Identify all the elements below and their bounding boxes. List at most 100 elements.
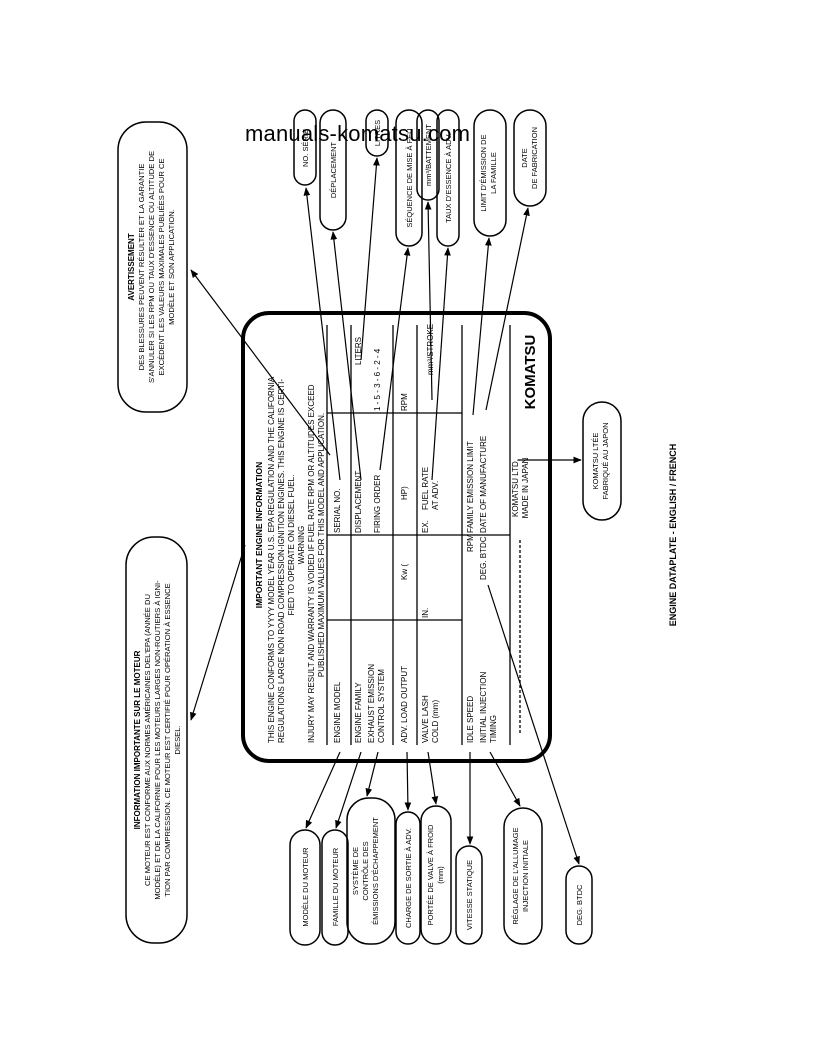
svg-text:CONTROL SYSTEM: CONTROL SYSTEM (377, 669, 386, 743)
svg-text:EXHAUST EMISSION: EXHAUST EMISSION (367, 664, 376, 743)
leader-lines (190, 157, 582, 865)
field-fuel-rate: FUEL RATE AT ADV. (421, 467, 440, 510)
svg-text:RPM: RPM (466, 534, 475, 552)
info-fr-line-3: TION PAR COMPRESSION. CE MOTEUR EST CERT… (163, 583, 172, 896)
svg-text:DISPLACEMENT: DISPLACEMENT (354, 471, 363, 533)
svg-text:FAMILLE DU MOTEUR: FAMILLE DU MOTEUR (331, 847, 340, 926)
field-firing-order: FIRING ORDER (373, 475, 382, 533)
svg-text:DE FABRICATION: DE FABRICATION (530, 127, 539, 189)
svg-text:INITIAL INJECTION: INITIAL INJECTION (479, 672, 488, 743)
svg-text:CHARGE DE SORTIE À ADV.: CHARGE DE SORTIE À ADV. (404, 828, 413, 928)
warning-line-2: PUBLISHED MAXIMUM VALUES FOR THIS MODEL … (317, 413, 326, 677)
field-hp: HP) (400, 486, 409, 500)
svg-text:VITESSE STATIQUE: VITESSE STATIQUE (465, 860, 474, 930)
svg-text:LA FAMILLE: LA FAMILLE (489, 152, 498, 194)
svg-text:SERIAL NO.: SERIAL NO. (333, 488, 342, 533)
svg-text:TIMING: TIMING (489, 715, 498, 743)
callout-info-fr: INFORMATION IMPORTANTE SUR LE MOTEUR CE … (125, 536, 188, 944)
svg-text:EX.: EX. (421, 520, 430, 533)
field-firing-value: 1 - 5 - 3 - 6 - 2 - 4 (373, 348, 382, 411)
svg-text:LIMIT D'ÉMISSION DE: LIMIT D'ÉMISSION DE (479, 134, 488, 211)
svg-text:IDLE SPEED: IDLE SPEED (466, 696, 475, 743)
svg-text:ADV. LOAD OUTPUT: ADV. LOAD OUTPUT (400, 666, 409, 743)
header-title: IMPORTANT ENGINE INFORMATION (254, 462, 264, 609)
pill-date-fabrication: DATE DE FABRICATION (520, 127, 539, 189)
pill-komatsu-ltee: KOMATSU LTÉE FABRIQUÉ AU JAPON (591, 422, 610, 499)
svg-text:LITRES: LITRES (373, 120, 382, 146)
diagram-caption: ENGINE DATAPLATE - ENGLISH / FRENCH (668, 444, 678, 627)
svg-text:INJECTION INITIALE: INJECTION INITIALE (521, 840, 530, 912)
svg-text:RPM: RPM (400, 393, 409, 411)
svg-text:MODÈLE DU MOTEUR: MODÈLE DU MOTEUR (301, 847, 310, 927)
field-komatsu-ltd: KOMATSU LTD. MADE IN JAPAN (511, 457, 530, 518)
pill-vitesse-statique: VITESSE STATIQUE (465, 860, 474, 930)
field-in: IN. (421, 608, 430, 618)
field-deg-btdc: DEG. BTDC (479, 536, 488, 580)
svg-text:HP): HP) (400, 486, 409, 500)
pill-deplacement: DÉPLACEMENT (329, 141, 338, 198)
dataplate-border (241, 311, 552, 763)
svg-text:CONTRÔLE DES: CONTRÔLE DES (361, 841, 370, 900)
svg-text:DATE OF MANUFACTURE: DATE OF MANUFACTURE (479, 436, 488, 533)
svg-text:DEG. BTDC: DEG. BTDC (479, 536, 488, 580)
svg-text:KOMATSU LTD.: KOMATSU LTD. (511, 459, 520, 517)
svg-text:IN.: IN. (421, 608, 430, 618)
svg-text:RÉGLAGE DE L'ALLUMAGE: RÉGLAGE DE L'ALLUMAGE (511, 827, 520, 924)
field-serial-no: SERIAL NO. (333, 488, 342, 533)
warning-title: WARNING (297, 526, 306, 564)
svg-text:TAUX D'ESSENCE À ADV.: TAUX D'ESSENCE À ADV. (444, 133, 453, 223)
field-date-of-manufacture: DATE OF MANUFACTURE (479, 436, 488, 533)
avert-line-3: EXCÈDENT LES VALEURS MAXIMALES PUBLIÉES … (157, 158, 166, 375)
svg-text:Kw (: Kw ( (400, 564, 409, 580)
svg-text:DATE: DATE (520, 148, 529, 167)
svg-text:LITERS: LITERS (354, 337, 363, 365)
field-rpm-2: RPM (466, 534, 475, 552)
info-fr-title: INFORMATION IMPORTANTE SUR LE MOTEUR (133, 650, 142, 829)
pill-systeme-controle: SYSTÈME DE CONTRÔLE DES ÉMISSIONS D'ÉCHA… (351, 817, 380, 925)
pill-deg-btdc: DEG. BTDC (575, 884, 584, 925)
avert-line-1: DES BLESSURES PEUVENT RÉSULTER ET LA GAR… (137, 164, 146, 371)
info-fr-line-4: DIESEL. (173, 725, 182, 754)
svg-text:FABRIQUÉ AU JAPON: FABRIQUÉ AU JAPON (601, 422, 610, 499)
field-engine-model: ENGINE MODEL (333, 681, 342, 743)
svg-text:SYSTÈME DE: SYSTÈME DE (351, 847, 360, 895)
svg-text:DEG. BTDC: DEG. BTDC (575, 884, 584, 925)
pill-reglage-allumage: RÉGLAGE DE L'ALLUMAGE INJECTION INITIALE (511, 827, 530, 924)
svg-text:(mm): (mm) (436, 866, 445, 884)
svg-text:ENGINE MODEL: ENGINE MODEL (333, 681, 342, 743)
header-line-2: REGULATIONS LARGE NON ROAD COMPRESSION-I… (277, 379, 286, 743)
svg-text:ENGINE DATAPLATE - ENGLISH / F: ENGINE DATAPLATE - ENGLISH / FRENCH (668, 444, 678, 627)
field-engine-family: ENGINE FAMILY (354, 682, 363, 743)
svg-text:SÉQUENCE DE MISE À FEU: SÉQUENCE DE MISE À FEU (405, 128, 414, 227)
info-fr-line-2: MODÈLE) ET DE LA CALIFORNIE POUR LES MOT… (153, 580, 162, 900)
dataplate: IMPORTANT ENGINE INFORMATION THIS ENGINE… (241, 311, 552, 763)
pill-famille-moteur: FAMILLE DU MOTEUR (331, 847, 340, 926)
pill-komatsu-ltee-box (582, 401, 622, 521)
watermark-text: manuals-komatsu.com (245, 121, 471, 146)
field-rpm: RPM (400, 393, 409, 411)
pill-limit-emission: LIMIT D'ÉMISSION DE LA FAMILLE (479, 134, 498, 211)
callout-avertissement: AVERTISSEMENT DES BLESSURES PEUVENT RÉSU… (117, 121, 188, 413)
avert-line-4: MODÈLE ET SON APPLICATION. (167, 209, 176, 325)
svg-text:KOMATSU LTÉE: KOMATSU LTÉE (591, 433, 600, 490)
field-exhaust-emission: EXHAUST EMISSION CONTROL SYSTEM (367, 664, 386, 743)
svg-text:NO. SÉRIE: NO. SÉRIE (301, 129, 310, 167)
svg-text:FUEL RATE: FUEL RATE (421, 467, 430, 510)
avert-title: AVERTISSEMENT (127, 233, 136, 301)
svg-text:FIRING ORDER: FIRING ORDER (373, 475, 382, 533)
header-line-3: FIED TO OPERATE ON DIESEL FUEL. (287, 475, 296, 616)
pill-no-serie: NO. SÉRIE (301, 129, 310, 167)
field-adv-load-output: ADV. LOAD OUTPUT (400, 666, 409, 743)
svg-text:COLD (mm): COLD (mm) (431, 700, 440, 743)
dataplate-header: IMPORTANT ENGINE INFORMATION THIS ENGINE… (254, 376, 326, 743)
pill-modele-moteur: MODÈLE DU MOTEUR (301, 847, 310, 927)
svg-text:MADE IN JAPAN: MADE IN JAPAN (521, 457, 530, 518)
svg-text:mm³/BATTEMENT: mm³/BATTEMENT (424, 124, 433, 186)
pill-charge-sortie: CHARGE DE SORTIE À ADV. (404, 828, 413, 928)
svg-text:VALVE LASH: VALVE LASH (421, 695, 430, 743)
svg-text:DÉPLACEMENT: DÉPLACEMENT (329, 141, 338, 198)
field-initial-injection: INITIAL INJECTION TIMING (479, 672, 498, 743)
top-callout-pills (293, 109, 547, 247)
